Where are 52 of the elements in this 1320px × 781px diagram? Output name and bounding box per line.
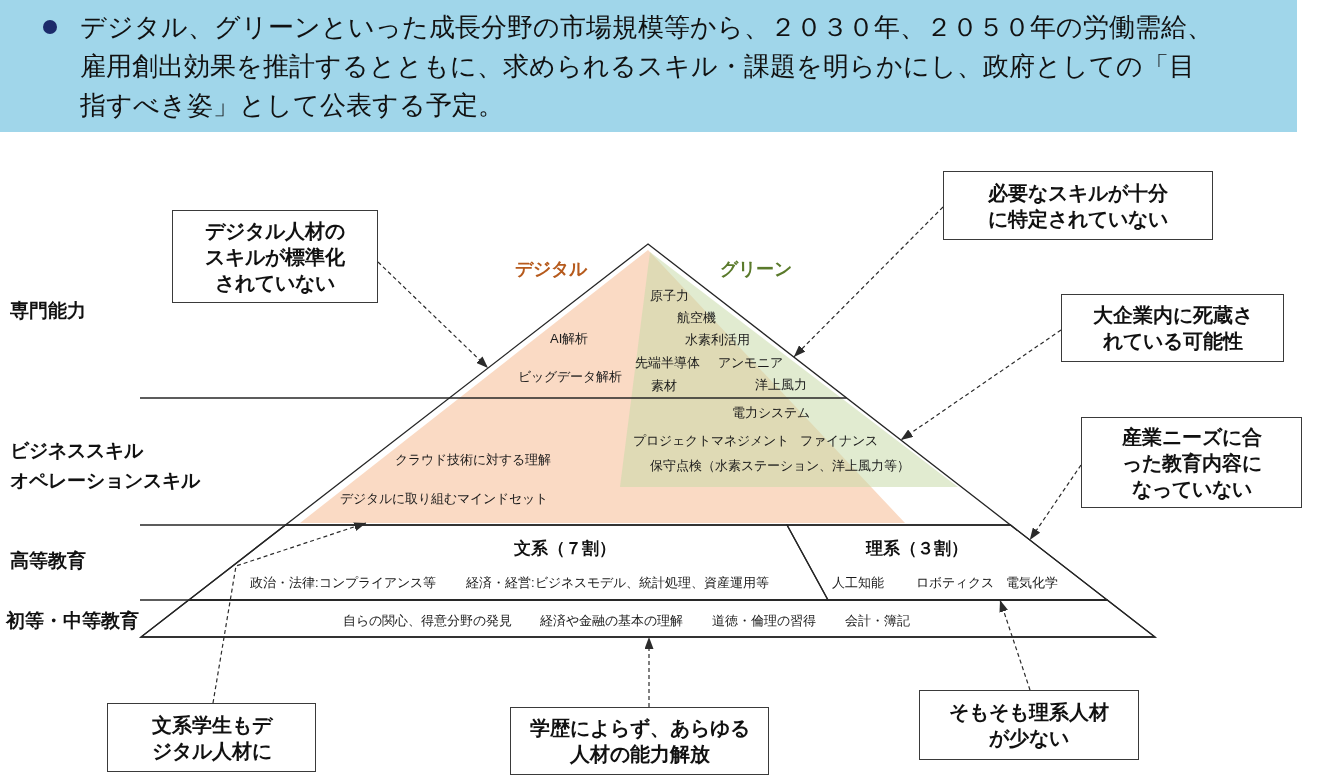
skill-label: 水素利活用 — [685, 332, 750, 348]
topic-label: 人工知能 — [832, 575, 884, 591]
callout-arrow — [212, 522, 367, 704]
callout-box: 文系学生もデジタル人材に — [107, 703, 316, 772]
callout-arrow — [999, 599, 1031, 691]
region-heading: デジタル — [515, 259, 587, 281]
skill-label: 素材 — [651, 378, 677, 394]
topic-label: 会計・簿記 — [845, 613, 910, 629]
skill-label: 電力システム — [732, 405, 810, 421]
row-label: オペレーションスキル — [10, 469, 200, 493]
skill-label: デジタルに取り組むマインドセット — [340, 491, 548, 507]
section-heading: 理系（３割） — [866, 538, 968, 560]
skill-label: 原子力 — [650, 288, 689, 304]
topic-label: ロボティクス — [916, 575, 994, 591]
section-heading: 文系（７割） — [514, 538, 616, 560]
pyramid-section — [787, 525, 1108, 600]
skill-label: ビッグデータ解析 — [518, 369, 622, 385]
topic-label: 政治・法律:コンプライアンス等 — [250, 575, 436, 591]
topic-label: 経済や金融の基本の理解 — [540, 613, 683, 629]
callout-arrow — [1029, 464, 1082, 541]
callout-arrow — [900, 329, 1062, 441]
topic-label: 電気化学 — [1006, 575, 1058, 591]
topic-label: 経済・経営:ビジネスモデル、統計処理、資産運用等 — [466, 575, 769, 591]
skill-label: 先端半導体 — [635, 355, 700, 371]
callout-box: 必要なスキルが十分に特定されていない — [943, 171, 1213, 240]
skill-label: 保守点検（水素ステーション、洋上風力等） — [650, 458, 910, 474]
skill-label: ファイナンス — [800, 433, 878, 449]
skill-label: 航空機 — [677, 310, 716, 326]
skill-label: AI解析 — [550, 331, 589, 347]
topic-label: 道徳・倫理の習得 — [712, 613, 816, 629]
callout-box: 産業ニーズに合った教育内容になっていない — [1081, 417, 1302, 508]
skill-label: アンモニア — [718, 355, 783, 371]
callout-arrow — [377, 261, 489, 369]
row-label: 専門能力 — [10, 299, 86, 323]
skill-triangle — [620, 252, 958, 487]
skill-label: 洋上風力 — [755, 377, 807, 393]
topic-label: 自らの関心、得意分野の発見 — [343, 613, 512, 629]
region-heading: グリーン — [720, 259, 792, 281]
callout-box: 学歴によらず、あらゆる人材の能力解放 — [510, 707, 769, 775]
callout-arrow — [793, 206, 944, 358]
callout-box: デジタル人材のスキルが標準化されていない — [172, 210, 378, 303]
skill-label: クラウド技術に対する理解 — [395, 452, 551, 468]
header-band — [0, 0, 1297, 132]
row-label: 初等・中等教育 — [6, 609, 139, 633]
pyramid-tier — [141, 600, 1155, 637]
skill-label: プロジェクトマネジメント — [633, 433, 789, 449]
callout-box: そもそも理系人材が少ない — [919, 690, 1139, 760]
header-text: デジタル、グリーンといった成長分野の市場規模等から、２０３０年、２０５０年の労働需給、雇用創出効果を推計するとともに、求められるスキル・課題を明らかにし、政府としての「目指すべき姿」として公表する予定。 — [80, 11, 1214, 122]
row-label: ビジネススキル — [10, 439, 143, 463]
row-label: 高等教育 — [10, 549, 86, 573]
callout-box: 大企業内に死蔵されている可能性 — [1061, 294, 1284, 362]
callout-arrow — [644, 636, 654, 708]
